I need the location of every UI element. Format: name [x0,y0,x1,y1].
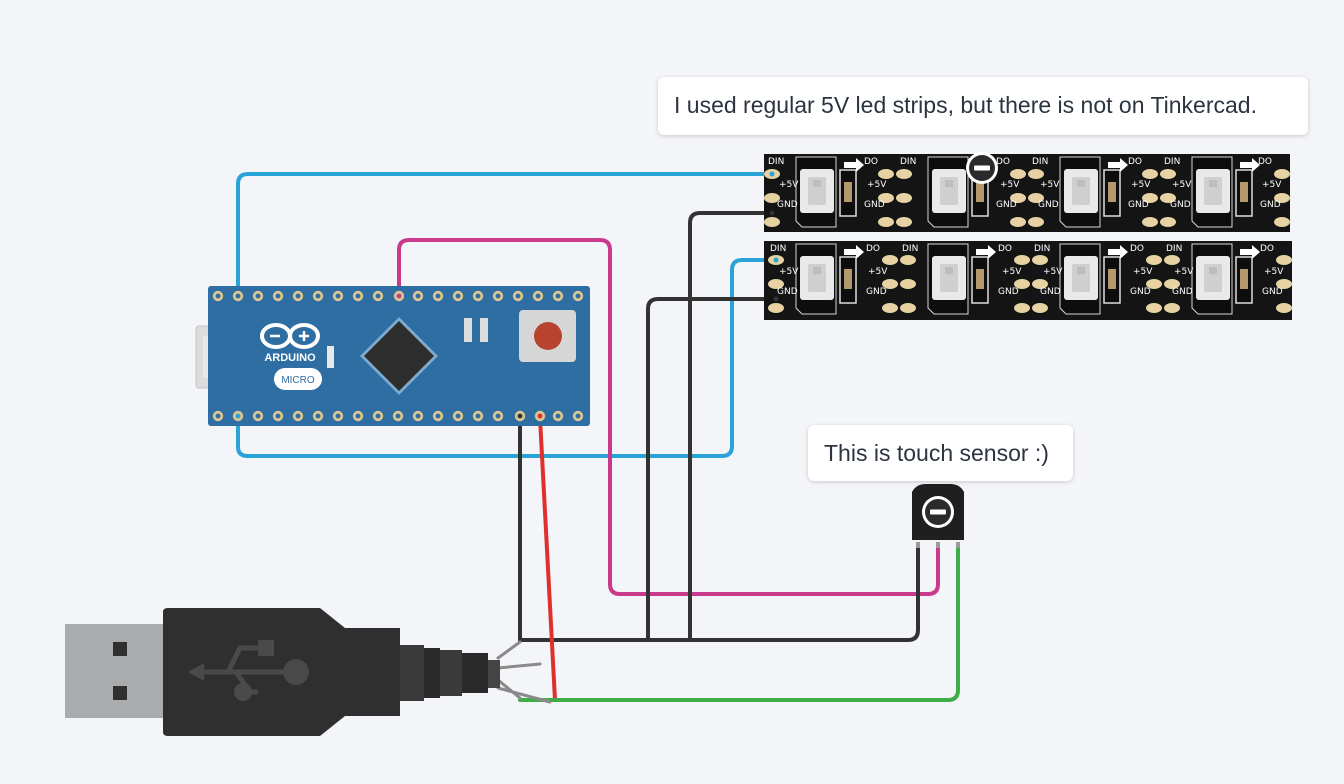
wire-blue-top [236,172,774,298]
strip2-5v-label-6: +5V [1174,267,1194,277]
strip2-5v-label-5: +5V [1133,267,1153,277]
usb-trident-icon [188,640,309,701]
strip1-gnd-label-4: GND [1038,200,1059,210]
wire-black-strip1 [688,211,774,642]
strip2-5v-label: +5V [779,267,799,277]
strip1-do-label-3: DO [1128,157,1142,167]
arduino-infinity-logo [260,323,320,349]
wire-black-sensor [518,416,920,642]
strip1-do-label-4: DO [1258,157,1272,167]
wire-blue-bottom [236,258,774,458]
strip2-5v-label-4: +5V [1043,267,1063,277]
strip1-5v-label-2: +5V [867,180,887,190]
micro-badge [274,368,322,390]
wires [236,172,960,704]
strip2-din-label-4: DIN [1166,244,1182,254]
strip2-gnd-label-3: GND [998,287,1019,297]
strip2-din-label-3: DIN [1034,244,1050,254]
wire-magenta [397,238,940,596]
touch-sensor[interactable] [912,484,964,548]
led-strip-2[interactable] [764,241,1292,320]
strip2-do-label-3: DO [1130,244,1144,254]
strip1-5v-label-4: +5V [1000,180,1020,190]
strip2-gnd-label-4: GND [1040,287,1061,297]
minus-badge-icon[interactable] [966,152,998,184]
strip-annotation-text: I used regular 5V led strips, but there … [674,92,1257,118]
strip1-gnd-label-5: GND [1128,200,1149,210]
strip2-din-label: DIN [770,244,786,254]
strip2-gnd-label-7: GND [1262,287,1283,297]
strip2-5v-label-7: +5V [1264,267,1284,277]
strip2-do-label-4: DO [1260,244,1274,254]
strip1-din-label-3: DIN [1032,157,1048,167]
usb-cable-connector[interactable] [65,608,500,736]
strip1-gnd-label-3: GND [996,200,1017,210]
wire-black-strip2 [646,297,774,642]
strip1-gnd-label-6: GND [1170,200,1191,210]
strip1-din-label: DIN [768,157,784,167]
wire-green [518,543,960,702]
strip2-gnd-label: GND [777,287,798,297]
strip1-5v-label-6: +5V [1172,180,1192,190]
arduino-micro-board[interactable]: ARDUINO MICRO [195,286,590,426]
strip1-din-label-4: DIN [1164,157,1180,167]
microcontroller-chip [360,317,438,395]
arduino-model-label: MICRO [281,375,315,386]
wire-red [538,416,557,702]
strip1-din-label-2: DIN [900,157,916,167]
strip1-do-label-2: DO [996,157,1010,167]
strip1-5v-label-3: +5V [1040,180,1060,190]
arduino-brand-label: ARDUINO [264,352,316,364]
strip2-gnd-label-6: GND [1172,287,1193,297]
strip1-5v-label-5: +5V [1131,180,1151,190]
strip2-din-label-2: DIN [902,244,918,254]
strip1-gnd-label: GND [777,200,798,210]
led-strip-1[interactable] [764,154,1290,232]
strip2-gnd-label-2: GND [866,287,887,297]
strip2-5v-label-2: +5V [868,267,888,277]
strip1-gnd-label-2: GND [864,200,885,210]
bottom-header-pins [212,290,584,422]
strip1-gnd-label-7: GND [1260,200,1281,210]
strip2-5v-label-3: +5V [1002,267,1022,277]
strip2-gnd-label-5: GND [1130,287,1151,297]
strip1-do-label: DO [864,157,878,167]
usb-lead-wires [496,640,552,704]
reset-button[interactable] [519,310,576,362]
strip1-5v-label-7: +5V [1262,180,1282,190]
sensor-annotation-text: This is touch sensor :) [824,440,1049,466]
top-header-pins [212,290,564,302]
led-strip-labels: DIN +5V GND DO DIN +5V GND DO DIN +5V GN… [768,157,1284,297]
strip2-do-label-2: DO [998,244,1012,254]
usb-plug-metal [65,624,167,718]
strip2-do-label: DO [866,244,880,254]
sensor-annotation-callout: This is touch sensor :) [808,425,1073,481]
strip1-5v-label: +5V [779,180,799,190]
strip-annotation-callout: I used regular 5V led strips, but there … [658,77,1308,135]
